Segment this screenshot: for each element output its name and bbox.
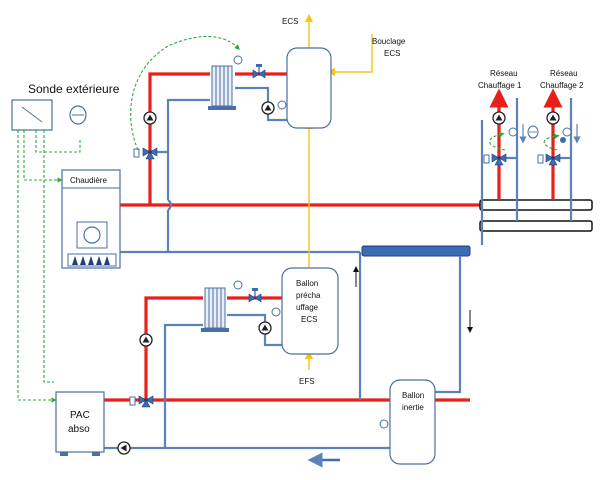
ecs-secondary-pump-icon [261, 101, 275, 115]
ecs-tank [286, 47, 332, 129]
sensor-to-boiler-signal [35, 130, 81, 153]
preheat-hx-sensor-icon [233, 280, 243, 290]
ecs-hx-sensor-icon [233, 55, 243, 65]
return-manifold [479, 220, 593, 232]
flame-burner-icon [67, 253, 117, 267]
ballon-pre-label-line4: ECS [301, 315, 317, 324]
ecs-tank-sensor-icon [277, 100, 287, 110]
reseau2-valve-actuator [537, 154, 544, 164]
ecs-label: ECS [282, 17, 298, 26]
inertie-outlet-pipe [435, 256, 462, 394]
boiler-body [61, 169, 121, 269]
ecs-hx-return-pipe [166, 98, 210, 252]
preheat-heat-exchanger-icon [200, 287, 230, 333]
pac-label-line1: PAC [70, 410, 90, 421]
ecs-circuit-valve-icon [252, 63, 266, 79]
ecs-heat-exchanger-icon [207, 65, 237, 111]
pac-foot-right [92, 452, 100, 456]
sonde-label: Sonde extérieure [28, 82, 120, 96]
ecs-valve-actuator [133, 148, 140, 158]
reseau1-valve-actuator [483, 154, 490, 164]
reseau1-thermostat-icon [527, 125, 539, 139]
efs-label: EFS [299, 377, 315, 386]
preheat-hx-return-pipe [163, 323, 203, 448]
bouclage-label-line2: ECS [384, 49, 400, 58]
ballon-pre-label-line1: Ballon [296, 279, 318, 288]
pac-return-pump-icon [117, 441, 131, 455]
inertie-label-line2: inertie [402, 403, 424, 412]
inertie-tank [389, 379, 436, 465]
control-to-pac-signal [43, 130, 54, 383]
preheat-tank [281, 267, 339, 355]
preheat-hx-supply-pipe [144, 296, 203, 400]
outdoor-to-boiler-signal [23, 130, 63, 183]
pac-label-line2: abso [68, 424, 90, 435]
reseau1-control-signal [489, 131, 506, 151]
preheat-hx-secondary-in [227, 313, 282, 347]
ecs-pump-icon [143, 111, 157, 125]
inertie-label-line1: Ballon [402, 391, 424, 400]
ecs-hx-secondary-in [235, 86, 287, 122]
inertie-sensor-icon [379, 419, 389, 429]
crossover-jog [167, 199, 173, 211]
outdoor-sensor-box [11, 99, 53, 131]
preheat-tank-sensor-icon [271, 307, 281, 317]
preheat-circuit-valve-icon [248, 287, 262, 303]
outdoor-to-pac-signal [17, 130, 57, 403]
reseau2-control-signal [543, 133, 560, 151]
reseau1-sensor-icon [508, 127, 518, 137]
reseau2-pump-icon [546, 111, 560, 125]
reseau1-pump-icon [492, 111, 506, 125]
reseau2-label-line1: Réseau [550, 69, 578, 78]
reseau2-balance-valve-icon [560, 137, 566, 143]
preheat-secondary-pump-icon [258, 321, 272, 335]
boiler-burner-icon [83, 226, 101, 244]
bouclage-pipe [326, 34, 373, 77]
chaudiere-label: Chaudière [70, 176, 107, 185]
pac-unit [55, 391, 105, 453]
reseau1-label-line2: Chauffage 1 [478, 81, 522, 90]
reseau2-sensor-icon [562, 127, 572, 137]
ballon-pre-label-line3: uffage [296, 303, 319, 312]
reseau2-label-line2: Chauffage 2 [540, 81, 584, 90]
collector-bar [361, 245, 471, 257]
supply-manifold [479, 199, 593, 211]
sensor-box-diagonal [21, 106, 43, 123]
reseau1-label-line1: Réseau [490, 69, 518, 78]
ballon-pre-label-line2: précha [296, 291, 321, 300]
preheat-valve-actuator [129, 396, 136, 406]
pac-foot-left [60, 452, 68, 456]
thermostat-icon [69, 105, 87, 125]
ecs-control-signal [130, 35, 240, 151]
preheat-pump-icon [139, 333, 153, 347]
bouclage-label-line1: Bouclage [372, 37, 406, 46]
ecs-hx-supply-pipe [148, 72, 210, 205]
